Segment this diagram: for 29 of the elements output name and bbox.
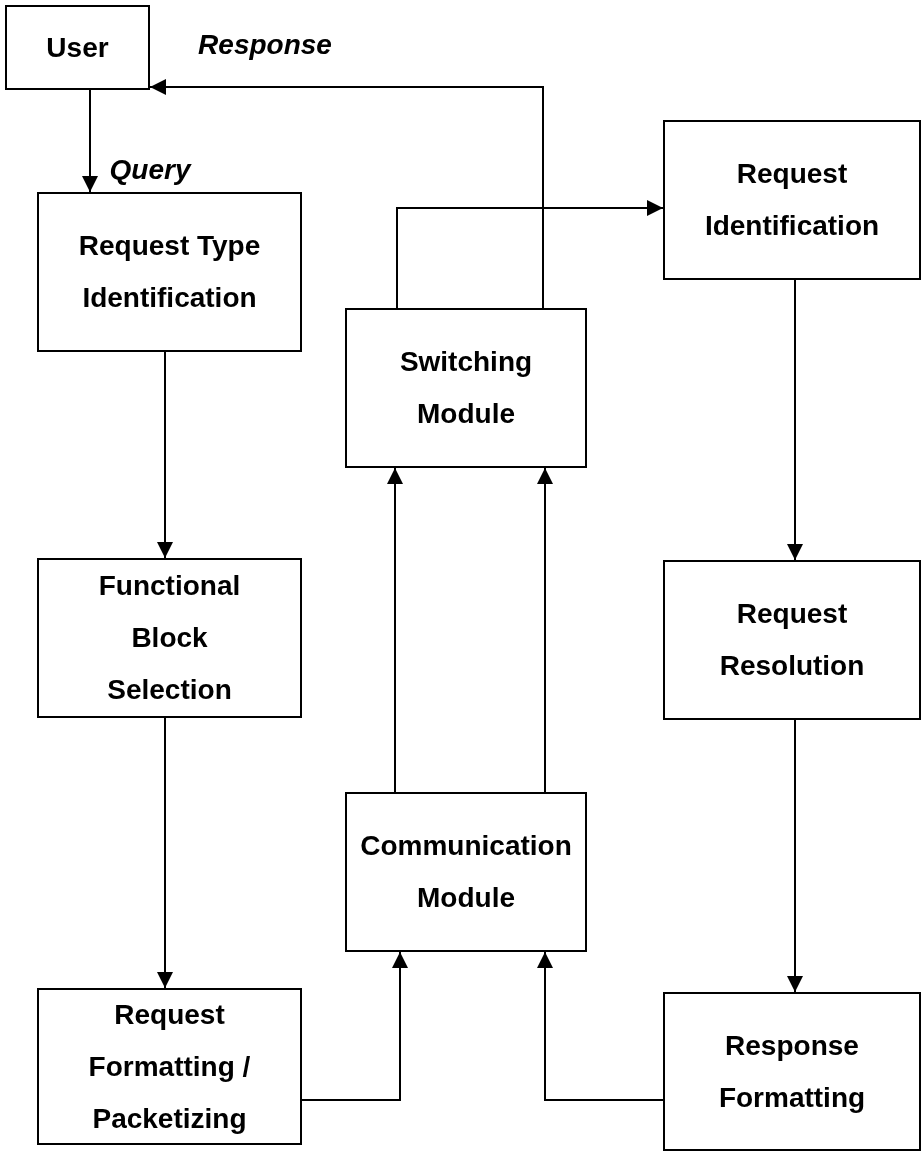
arrow [787,279,803,561]
arrow [157,717,173,989]
arrow [301,951,408,1101]
arrow [537,467,553,793]
box-label: Request Resolution [718,597,866,683]
box-label: Request Identification [703,157,881,243]
arrow [537,951,664,1101]
arrow [787,719,803,993]
process-box [37,988,302,1145]
box-label: Communication Module [359,829,573,915]
arrow [149,79,544,309]
process-box [663,992,921,1151]
process-box [37,558,302,718]
process-box [345,308,587,468]
box-label: Request Type Identification [77,229,262,315]
process-box [663,120,921,280]
arrow [396,200,664,309]
box-label: Request Formatting / Packetizing [87,997,252,1136]
process-box [37,192,302,352]
box-label: Switching Module [398,345,534,431]
process-box [345,792,587,952]
arrow [387,467,403,793]
process-box [5,5,150,90]
process-box [663,560,921,720]
box-label: User [46,30,109,65]
arrow [157,351,173,559]
arrow [82,89,98,193]
box-label: Functional Block Selection [97,569,242,707]
box-label: Response Formatting [717,1028,867,1115]
